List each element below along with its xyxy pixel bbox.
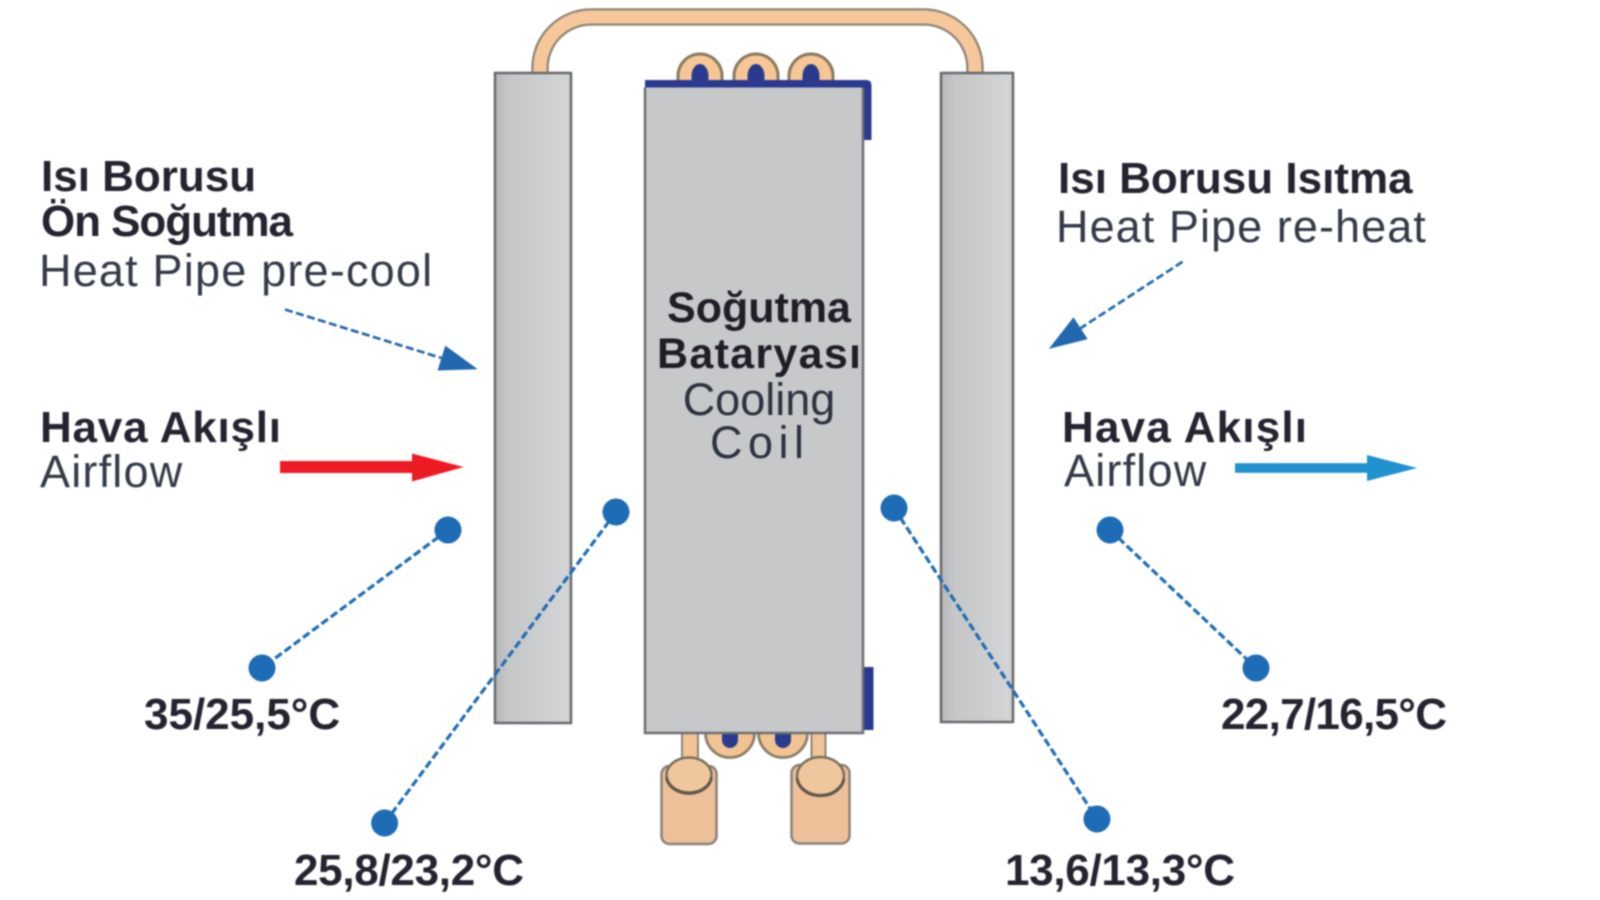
svg-text:22,7/16,5°C: 22,7/16,5°C — [1221, 690, 1447, 739]
svg-text:Hava Akışlı: Hava Akışlı — [40, 403, 281, 452]
svg-text:13,6/13,3°C: 13,6/13,3°C — [1005, 846, 1235, 895]
svg-text:Bataryası: Bataryası — [657, 330, 861, 378]
svg-text:Soğutma: Soğutma — [667, 284, 852, 332]
svg-text:Heat Pipe pre-cool: Heat Pipe pre-cool — [39, 245, 433, 296]
svg-text:Hava Akışlı: Hava Akışlı — [1062, 403, 1307, 452]
svg-text:Airflow: Airflow — [1064, 445, 1207, 496]
svg-text:Cooling: Cooling — [683, 374, 836, 425]
svg-text:35/25,5°C: 35/25,5°C — [144, 690, 340, 739]
svg-text:Ön Soğutma: Ön Soğutma — [41, 197, 294, 246]
svg-text:Coil: Coil — [710, 417, 804, 468]
svg-text:Isı Borusu Isıtma: Isı Borusu Isıtma — [1058, 154, 1413, 203]
svg-text:Airflow: Airflow — [40, 446, 183, 497]
svg-text:Heat Pipe re-heat: Heat Pipe re-heat — [1056, 201, 1427, 252]
svg-text:Isı Borusu: Isı Borusu — [41, 152, 256, 201]
svg-text:25,8/23,2°C: 25,8/23,2°C — [294, 846, 524, 895]
